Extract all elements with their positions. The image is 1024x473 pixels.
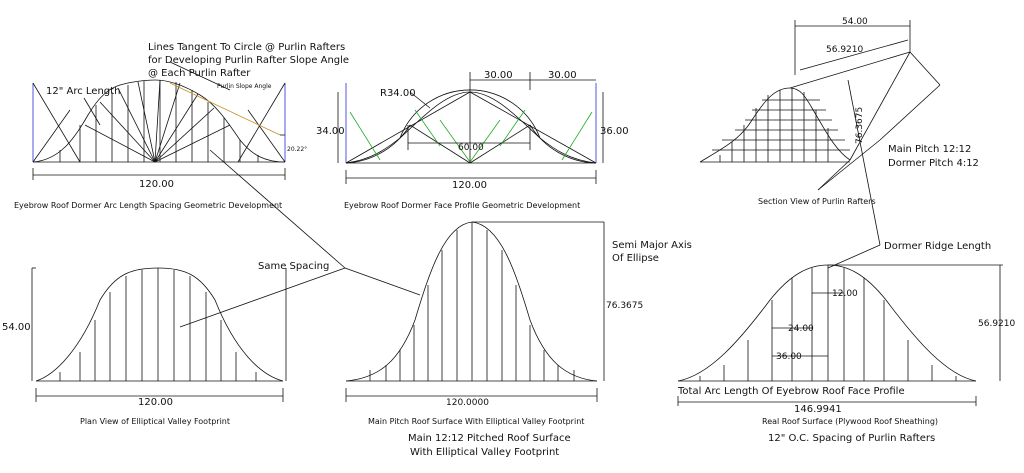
panel2-width-value: 120.00 xyxy=(452,180,487,191)
dim-12: 12.00 xyxy=(832,289,858,299)
panel-main-pitch-surface: Semi Major Axis Of Ellipse 76.3675 120.0… xyxy=(345,221,692,458)
semi-major-axis-label-1: Semi Major Axis xyxy=(612,240,692,251)
dim-36: 36.00 xyxy=(776,352,802,362)
panel1-header-leader xyxy=(169,61,231,91)
panel2-caption: Eyebrow Roof Dormer Face Profile Geometr… xyxy=(344,201,580,210)
panel5-height-value: 76.3675 xyxy=(606,301,643,311)
panel1-cross-line xyxy=(32,82,81,163)
panel6-height-value: 56.9210 xyxy=(978,319,1015,329)
panel1-header-line3: @ Each Purlin Rafter xyxy=(148,68,251,79)
panel4-width-value: 120.00 xyxy=(138,397,173,408)
panel-face-profile-development: 30.00 30.00 R34.00 60.00 34.00 36.00 120… xyxy=(316,70,629,210)
panel2-half-dim-2: 30.00 xyxy=(548,70,577,81)
panel-plan-view: 54.00 120.00 Plan View of Elliptical Val… xyxy=(2,149,421,426)
panel3-profile xyxy=(699,87,851,163)
panel-real-roof-surface: 56.9210 Dormer Ridge Length 12.00 24.00 … xyxy=(677,79,1015,444)
panel6-profile xyxy=(677,264,977,382)
panel2-right-height: 36.00 xyxy=(600,126,629,137)
panel3-top-value: 54.00 xyxy=(842,17,868,27)
panel1-cross-line xyxy=(247,109,286,163)
panel5-ellipse-curve xyxy=(345,221,598,382)
same-spacing-callout: Same Spacing xyxy=(258,261,329,272)
panel2-inner-dim: 60.00 xyxy=(458,143,484,153)
panel6-width-value: 146.9941 xyxy=(794,404,842,415)
panel1-header-line2: for Developing Purlin Rafter Slope Angle xyxy=(148,55,349,66)
panel1-cross-line xyxy=(237,82,286,163)
panel1-header-line1: Lines Tangent To Circle @ Purlin Rafters xyxy=(148,42,345,53)
panel3-pitch-main: Main Pitch 12:12 xyxy=(888,144,971,155)
panel-section-purlin-rafters: 54.00 56.9210 76.3675 Main Pitch 12:12 D… xyxy=(699,17,979,206)
panel1-tangent-line xyxy=(169,82,281,136)
panel4-caption: Plan View of Elliptical Valley Footprint xyxy=(80,417,230,426)
semi-major-axis-label-2: Of Ellipse xyxy=(612,253,659,264)
panel4-valley-curve xyxy=(35,267,284,382)
dim-24: 24.00 xyxy=(788,324,814,334)
panel-arc-length-development: Lines Tangent To Circle @ Purlin Rafters… xyxy=(14,42,349,210)
panel1-arc-profile xyxy=(32,79,286,163)
panel2-left-height: 34.00 xyxy=(316,126,345,137)
panel5-bottom-line1: Main 12:12 Pitched Roof Surface xyxy=(408,433,571,444)
panel5-caption: Main Pitch Roof Surface With Elliptical … xyxy=(368,417,584,426)
panel3-caption: Section View of Purlin Rafters xyxy=(758,197,876,206)
panel3-length-value: 76.3675 xyxy=(855,107,865,144)
total-arc-length-label: Total Arc Length Of Eyebrow Roof Face Pr… xyxy=(677,386,905,397)
arc-length-label: 12" Arc Length xyxy=(46,86,120,97)
panel2-half-dim-1: 30.00 xyxy=(484,70,513,81)
purlin-slope-label: Purlin Slope Angle xyxy=(217,83,272,90)
slope-angle-value: 20.22° xyxy=(287,146,307,153)
dormer-ridge-length-label: Dormer Ridge Length xyxy=(884,241,991,252)
panel4-height-value: 54.00 xyxy=(2,322,31,333)
panel5-bottom-line2: With Elliptical Valley Footprint xyxy=(410,447,559,458)
panel6-caption: Real Roof Surface (Plywood Roof Sheathin… xyxy=(762,417,938,426)
panel1-width-value: 120.00 xyxy=(139,179,174,190)
panel2-radius-label: R34.00 xyxy=(380,88,416,99)
purlin-spacing-label: 12" O.C. Spacing of Purlin Rafters xyxy=(768,433,935,444)
panel3-pitch-dormer: Dormer Pitch 4:12 xyxy=(888,158,979,169)
panel3-diag-value: 56.9210 xyxy=(826,45,863,55)
panel1-caption: Eyebrow Roof Dormer Arc Length Spacing G… xyxy=(14,201,282,210)
panel5-width-value: 120.0000 xyxy=(446,398,489,408)
panel1-cross-line xyxy=(32,109,71,163)
